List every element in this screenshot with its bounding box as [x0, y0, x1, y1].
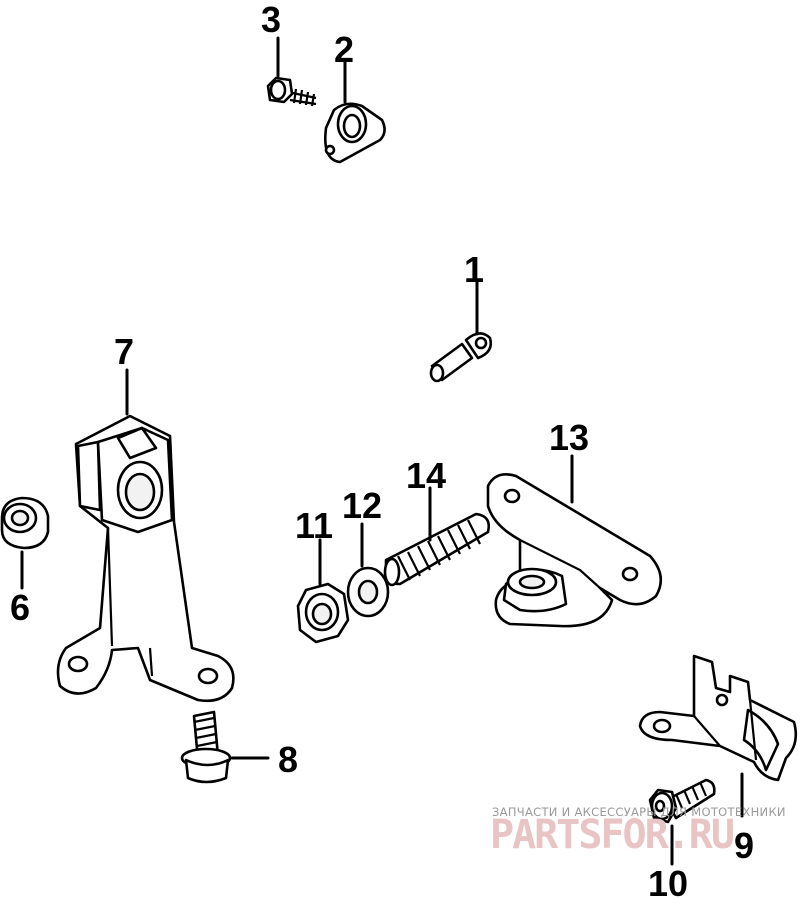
callout-13: 11 — [295, 505, 333, 546]
callout-11: 13 — [549, 417, 589, 458]
callout-7: 7 — [114, 331, 134, 372]
part-6-grommet — [0, 496, 50, 550]
callout-3: 3 — [261, 0, 281, 40]
callout-2: 2 — [334, 29, 354, 70]
callout-10: 10 — [648, 863, 688, 898]
watermark-brand: PARTSFOR.RU — [490, 812, 733, 858]
part-1-fitting — [429, 332, 493, 383]
part-11-plate — [486, 473, 663, 628]
callout-12: 14 — [406, 455, 446, 496]
callout-8: 8 — [278, 739, 298, 780]
callout-1: 1 — [464, 249, 484, 290]
part-2-clamp — [324, 102, 386, 164]
callout-14: 12 — [342, 485, 382, 526]
part-13-nut — [296, 582, 350, 644]
part-8-flange-bolt — [180, 710, 232, 784]
watermark-tagline: ЗАПЧАСТИ И АКСЕССУАРЫ ДЛЯ МОТОТЕХНИКИ — [492, 805, 786, 819]
callout-6: 6 — [10, 587, 30, 628]
part-14-washer — [346, 566, 390, 618]
part-12-stud — [383, 512, 491, 587]
part-9-bracket — [638, 654, 798, 782]
part-3-bolt — [266, 76, 317, 107]
callout-9: 9 — [734, 825, 754, 866]
part-7-bracket — [56, 414, 235, 703]
part-10-bolt — [648, 778, 716, 824]
